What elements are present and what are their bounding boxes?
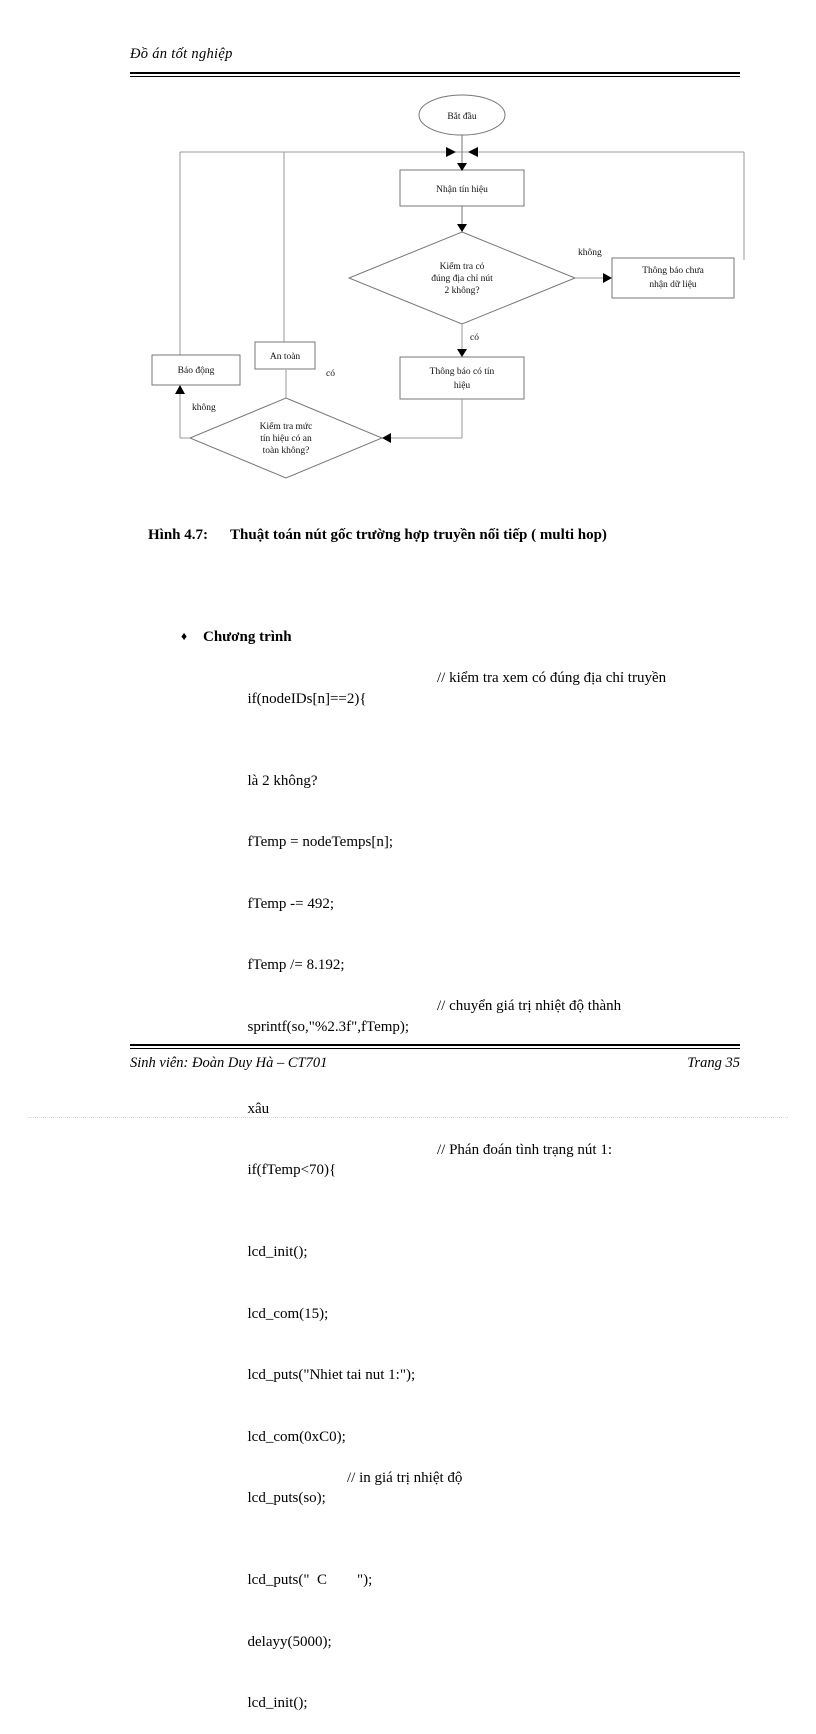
header-divider bbox=[130, 72, 740, 77]
code-text: lcd_com(15); bbox=[248, 1306, 329, 1322]
code-line: lcd_com(0xC0); bbox=[225, 1406, 745, 1468]
figure-number: Hình 4.7: bbox=[148, 527, 230, 544]
code-line: if(fTemp<70){ // Phán đoán tình trạng nú… bbox=[225, 1140, 745, 1222]
flowchart-label-address-1: Kiểm tra có bbox=[440, 261, 485, 272]
code-text: fTemp = nodeTemps[n]; bbox=[248, 834, 394, 850]
arrow-bus-left bbox=[446, 147, 456, 157]
flowchart-edge-level-no: không bbox=[192, 403, 216, 413]
flowchart-figure: Bắt đầu Nhận tín hiệu Kiểm tra có đúng đ… bbox=[0, 80, 816, 500]
flowchart-label-address-2: đúng địa chỉ nút bbox=[431, 274, 493, 284]
code-text: lcd_init(); bbox=[248, 1244, 308, 1260]
flowchart-label-level-1: Kiểm tra mức bbox=[260, 421, 313, 432]
code-text: lcd_init(); bbox=[248, 1695, 308, 1711]
section-heading: ♦Chương trình bbox=[181, 629, 292, 646]
code-text: sprintf(so,"%2.3f",fTemp); bbox=[248, 1019, 410, 1035]
arrow-to-hassignal bbox=[457, 349, 467, 357]
flowchart-label-hassignal-2: hiệu bbox=[454, 381, 471, 391]
flowchart-label-nodata-2: nhận dữ liệu bbox=[649, 280, 697, 290]
code-comment: // chuyển giá trị nhiệt độ thành bbox=[437, 996, 621, 1017]
footer-student-info: Sinh viên: Đoàn Duy Hà – CT701 bbox=[130, 1055, 327, 1072]
code-text: fTemp /= 8.192; bbox=[248, 957, 345, 973]
flowchart-node-nodata bbox=[612, 258, 734, 298]
header-title: Đồ án tốt nghiệp bbox=[130, 44, 740, 64]
code-comment: // kiểm tra xem có đúng địa chỉ truyền bbox=[437, 668, 666, 689]
code-line: lcd_init(); bbox=[225, 1673, 745, 1734]
code-text: xâu bbox=[248, 1101, 270, 1117]
diamond-bullet-icon: ♦ bbox=[181, 629, 203, 644]
code-text: fTemp -= 492; bbox=[248, 896, 335, 912]
code-line: lcd_puts(" C "); bbox=[225, 1550, 745, 1612]
footer-page-number: Trang 35 bbox=[687, 1055, 740, 1072]
code-line: lcd_puts("Nhiet tai nut 1:"); bbox=[225, 1345, 745, 1407]
code-line: fTemp /= 8.192; bbox=[225, 935, 745, 997]
code-line: delayy(5000); bbox=[225, 1611, 745, 1673]
page-bottom-edge bbox=[28, 1117, 788, 1118]
code-line: fTemp = nodeTemps[n]; bbox=[225, 812, 745, 874]
flowchart-label-level-3: toàn không? bbox=[263, 446, 310, 456]
arrow-to-nodata bbox=[603, 273, 612, 283]
code-line: fTemp -= 492; bbox=[225, 873, 745, 935]
code-text: if(nodeIDs[n]==2){ bbox=[248, 691, 367, 707]
flowchart-label-receive: Nhận tín hiệu bbox=[436, 185, 488, 195]
arrow-bus-right bbox=[468, 147, 478, 157]
code-text: lcd_puts("Nhiet tai nut 1:"); bbox=[248, 1367, 416, 1383]
flowchart-label-level-2: tín hiệu có an bbox=[260, 434, 312, 444]
code-line: xâu bbox=[225, 1078, 745, 1140]
flowchart-label-safe: An toàn bbox=[270, 352, 301, 362]
arrow-to-alarm bbox=[175, 385, 185, 394]
code-text: lcd_com(0xC0); bbox=[248, 1429, 346, 1445]
code-block: if(nodeIDs[n]==2){ // kiểm tra xem có đú… bbox=[225, 668, 745, 1734]
footer-divider bbox=[130, 1044, 740, 1049]
arrow-to-decision-level bbox=[382, 433, 391, 443]
flowchart-label-hassignal-1: Thông báo có tín bbox=[430, 367, 495, 377]
code-comment: // Phán đoán tình trạng nút 1: bbox=[437, 1140, 612, 1161]
flowchart-label-start: Bắt đầu bbox=[447, 111, 477, 122]
document-page: Đồ án tốt nghiệp bbox=[0, 0, 816, 1123]
code-text: delayy(5000); bbox=[248, 1634, 332, 1650]
code-line: if(nodeIDs[n]==2){ // kiểm tra xem có đú… bbox=[225, 668, 745, 750]
code-text: if(fTemp<70){ bbox=[248, 1162, 337, 1178]
section-heading-text: Chương trình bbox=[203, 629, 292, 645]
flowchart-label-alarm: Báo động bbox=[178, 366, 215, 376]
page-footer: Sinh viên: Đoàn Duy Hà – CT701 Trang 35 bbox=[130, 1055, 740, 1072]
arrow-to-decision-address bbox=[457, 224, 467, 232]
flowchart-label-nodata-1: Thông báo chưa bbox=[642, 266, 704, 276]
flowchart-edge-level-yes: có bbox=[326, 369, 335, 379]
flowchart-node-hassignal bbox=[400, 357, 524, 399]
figure-caption-text: Thuật toán nút gốc trường hợp truyền nối… bbox=[230, 527, 607, 543]
code-text: lcd_puts(" C "); bbox=[248, 1572, 373, 1588]
code-comment: // in giá trị nhiệt độ bbox=[347, 1468, 462, 1489]
flowchart-edge-address-no: không bbox=[578, 248, 602, 258]
code-text: lcd_puts(so); bbox=[248, 1490, 326, 1506]
code-line: lcd_com(15); bbox=[225, 1283, 745, 1345]
code-line: lcd_puts(so); // in giá trị nhiệt độ bbox=[225, 1468, 745, 1550]
page-header: Đồ án tốt nghiệp bbox=[130, 44, 740, 64]
flowchart-label-address-3: 2 không? bbox=[444, 286, 479, 296]
code-line: là 2 không? bbox=[225, 750, 745, 812]
code-text: là 2 không? bbox=[248, 773, 318, 789]
code-line: lcd_init(); bbox=[225, 1222, 745, 1284]
flowchart-edge-address-yes: có bbox=[470, 333, 479, 343]
figure-caption: Hình 4.7:Thuật toán nút gốc trường hợp t… bbox=[148, 527, 748, 544]
